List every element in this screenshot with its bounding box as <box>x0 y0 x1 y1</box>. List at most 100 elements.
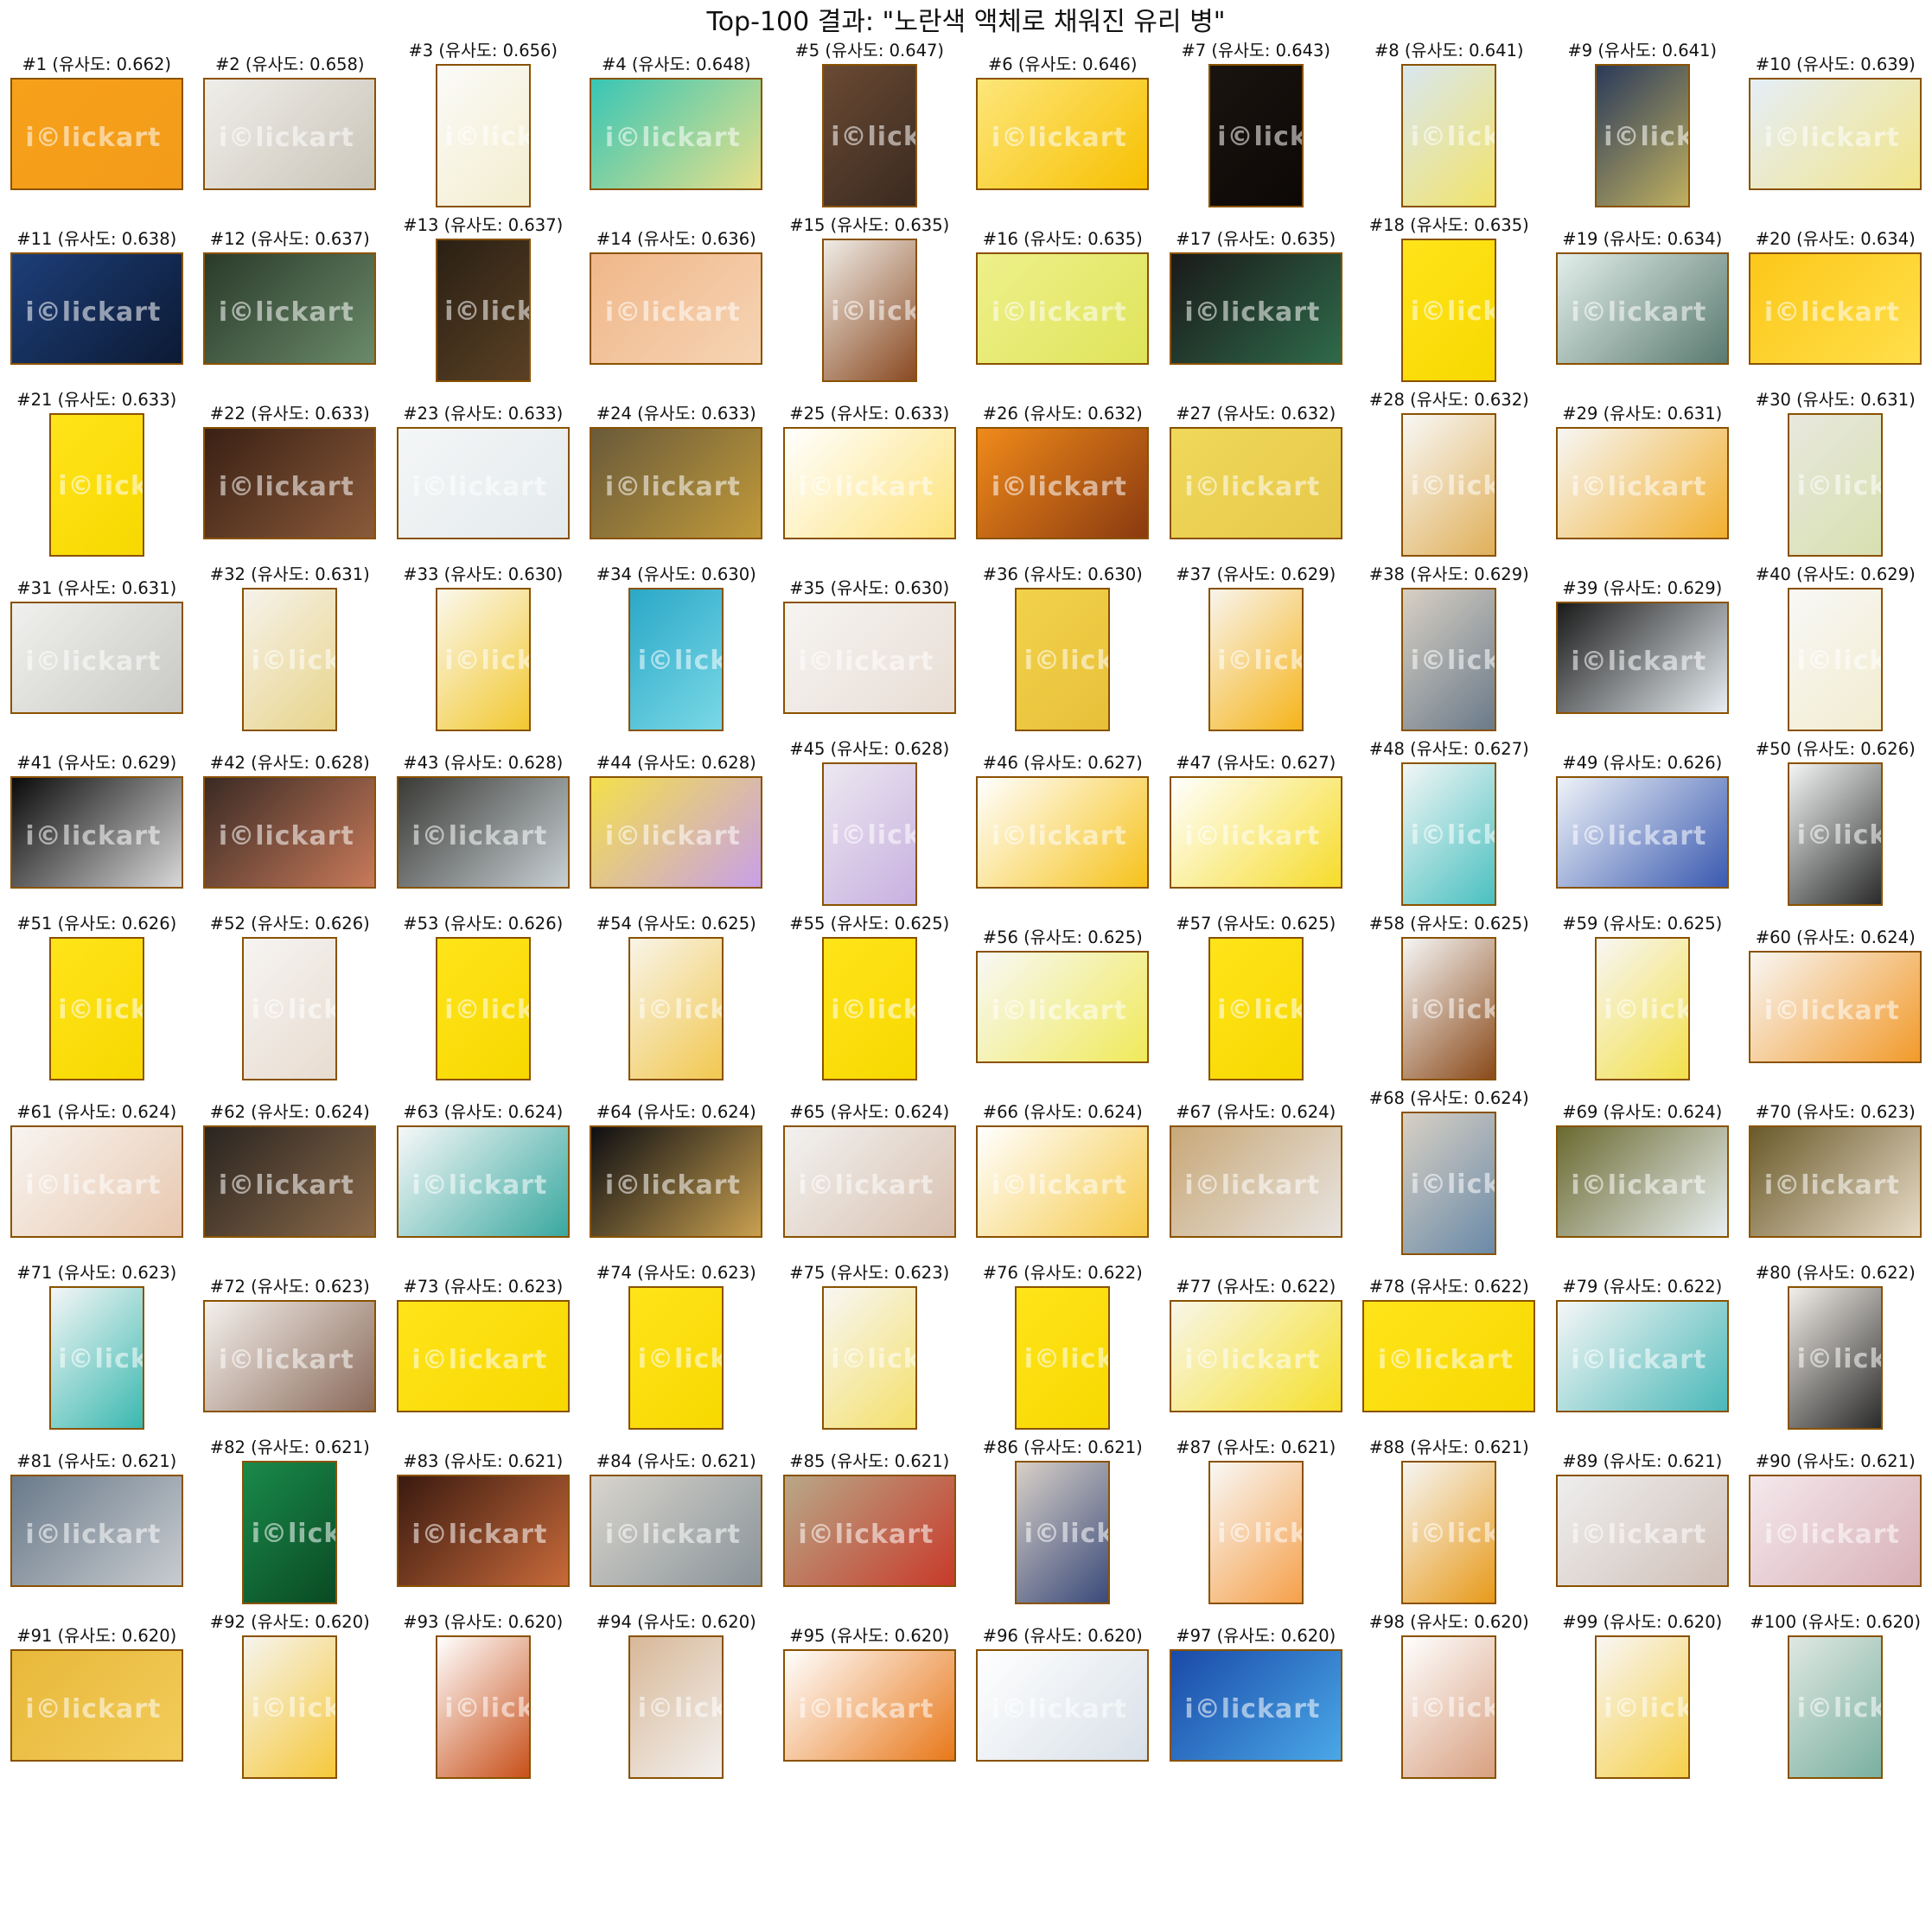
result-thumbnail[interactable]: i©lickart <box>821 239 917 382</box>
result-thumbnail[interactable]: i©lickart <box>242 1635 338 1779</box>
result-thumbnail[interactable]: i©lickart <box>1208 1461 1304 1604</box>
result-thumbnail[interactable]: i©lickart <box>1401 762 1497 906</box>
result-thumbnail[interactable]: i©lickart <box>782 1649 956 1762</box>
result-thumbnail[interactable]: i©lickart <box>782 1125 956 1238</box>
result-thumbnail[interactable]: i©lickart <box>976 252 1150 365</box>
result-thumbnail[interactable]: i©lickart <box>435 64 531 207</box>
result-thumbnail[interactable]: i©lickart <box>1555 1475 1729 1587</box>
result-thumbnail[interactable]: i©lickart <box>976 1649 1150 1762</box>
result-thumbnail[interactable]: i©lickart <box>396 1125 570 1238</box>
result-item[interactable]: #76 (유사도: 0.622)i©lickart <box>966 1263 1160 1447</box>
result-item[interactable]: #12 (유사도: 0.637)i©lickart <box>194 225 387 399</box>
result-thumbnail[interactable]: i©lickart <box>628 1286 724 1430</box>
result-item[interactable]: #62 (유사도: 0.624)i©lickart <box>194 1098 387 1272</box>
result-thumbnail[interactable]: i©lickart <box>1749 78 1922 190</box>
result-thumbnail[interactable]: i©lickart <box>1555 427 1729 539</box>
result-thumbnail[interactable]: i©lickart <box>48 413 144 557</box>
result-thumbnail[interactable]: i©lickart <box>1169 252 1342 365</box>
result-thumbnail[interactable]: i©lickart <box>1594 1635 1690 1779</box>
result-item[interactable]: #28 (유사도: 0.632)i©lickart <box>1353 390 1546 574</box>
result-thumbnail[interactable]: i©lickart <box>821 1286 917 1430</box>
result-item[interactable]: #43 (유사도: 0.628)i©lickart <box>386 749 580 923</box>
result-thumbnail[interactable]: i©lickart <box>782 602 956 714</box>
result-thumbnail[interactable]: i©lickart <box>48 1286 144 1430</box>
result-item[interactable]: #37 (유사도: 0.629)i©lickart <box>1159 564 1353 749</box>
result-thumbnail[interactable]: i©lickart <box>1169 776 1342 889</box>
result-thumbnail[interactable]: i©lickart <box>1169 1300 1342 1412</box>
result-item[interactable]: #18 (유사도: 0.635)i©lickart <box>1353 215 1546 399</box>
result-item[interactable]: #52 (유사도: 0.626)i©lickart <box>194 914 387 1098</box>
result-thumbnail[interactable]: i©lickart <box>1555 1125 1729 1238</box>
result-item[interactable]: #70 (유사도: 0.623)i©lickart <box>1739 1098 1932 1272</box>
result-item[interactable]: #31 (유사도: 0.631)i©lickart <box>0 574 194 749</box>
result-thumbnail[interactable]: i©lickart <box>203 252 377 365</box>
result-thumbnail[interactable]: i©lickart <box>10 1649 183 1762</box>
result-item[interactable]: #30 (유사도: 0.631)i©lickart <box>1739 390 1932 574</box>
result-item[interactable]: #73 (유사도: 0.623)i©lickart <box>386 1272 580 1447</box>
result-item[interactable]: #29 (유사도: 0.631)i©lickart <box>1546 399 1739 574</box>
result-thumbnail[interactable]: i©lickart <box>435 239 531 382</box>
result-item[interactable]: #72 (유사도: 0.623)i©lickart <box>194 1272 387 1447</box>
result-item[interactable]: #75 (유사도: 0.623)i©lickart <box>773 1263 966 1447</box>
result-thumbnail[interactable]: i©lickart <box>1788 1635 1884 1779</box>
result-item[interactable]: #42 (유사도: 0.628)i©lickart <box>194 749 387 923</box>
result-thumbnail[interactable]: i©lickart <box>1401 413 1497 557</box>
result-thumbnail[interactable]: i©lickart <box>1594 937 1690 1080</box>
result-item[interactable]: #53 (유사도: 0.626)i©lickart <box>386 914 580 1098</box>
result-thumbnail[interactable]: i©lickart <box>590 78 763 190</box>
result-thumbnail[interactable]: i©lickart <box>242 1461 338 1604</box>
result-thumbnail[interactable]: i©lickart <box>1555 1300 1729 1412</box>
result-thumbnail[interactable]: i©lickart <box>590 1475 763 1587</box>
result-thumbnail[interactable]: i©lickart <box>590 427 763 539</box>
result-item[interactable]: #5 (유사도: 0.647)i©lickart <box>773 41 966 225</box>
result-item[interactable]: #87 (유사도: 0.621)i©lickart <box>1159 1437 1353 1622</box>
result-thumbnail[interactable]: i©lickart <box>1555 776 1729 889</box>
result-item[interactable]: #69 (유사도: 0.624)i©lickart <box>1546 1098 1739 1272</box>
result-thumbnail[interactable]: i©lickart <box>1401 588 1497 731</box>
result-item[interactable]: #13 (유사도: 0.637)i©lickart <box>386 215 580 399</box>
result-thumbnail[interactable]: i©lickart <box>1015 588 1111 731</box>
result-item[interactable]: #91 (유사도: 0.620)i©lickart <box>0 1622 194 1796</box>
result-item[interactable]: #71 (유사도: 0.623)i©lickart <box>0 1263 194 1447</box>
result-thumbnail[interactable]: i©lickart <box>203 776 377 889</box>
result-thumbnail[interactable]: i©lickart <box>1401 1461 1497 1604</box>
result-thumbnail[interactable]: i©lickart <box>976 951 1150 1063</box>
result-thumbnail[interactable]: i©lickart <box>782 427 956 539</box>
result-thumbnail[interactable]: i©lickart <box>1401 1112 1497 1255</box>
result-item[interactable]: #17 (유사도: 0.635)i©lickart <box>1159 225 1353 399</box>
result-item[interactable]: #77 (유사도: 0.622)i©lickart <box>1159 1272 1353 1447</box>
result-item[interactable]: #100 (유사도: 0.620)i©lickart <box>1739 1612 1932 1796</box>
result-item[interactable]: #20 (유사도: 0.634)i©lickart <box>1739 225 1932 399</box>
result-thumbnail[interactable]: i©lickart <box>203 1125 377 1238</box>
result-item[interactable]: #95 (유사도: 0.620)i©lickart <box>773 1622 966 1796</box>
result-item[interactable]: #2 (유사도: 0.658)i©lickart <box>194 50 387 225</box>
result-thumbnail[interactable]: i©lickart <box>10 1125 183 1238</box>
result-thumbnail[interactable]: i©lickart <box>1208 588 1304 731</box>
result-thumbnail[interactable]: i©lickart <box>10 1475 183 1587</box>
result-item[interactable]: #61 (유사도: 0.624)i©lickart <box>0 1098 194 1272</box>
result-thumbnail[interactable]: i©lickart <box>10 602 183 714</box>
result-item[interactable]: #14 (유사도: 0.636)i©lickart <box>580 225 774 399</box>
result-item[interactable]: #38 (유사도: 0.629)i©lickart <box>1353 564 1546 749</box>
result-item[interactable]: #19 (유사도: 0.634)i©lickart <box>1546 225 1739 399</box>
result-item[interactable]: #81 (유사도: 0.621)i©lickart <box>0 1447 194 1622</box>
result-item[interactable]: #49 (유사도: 0.626)i©lickart <box>1546 749 1739 923</box>
result-item[interactable]: #66 (유사도: 0.624)i©lickart <box>966 1098 1160 1272</box>
result-thumbnail[interactable]: i©lickart <box>628 1635 724 1779</box>
result-item[interactable]: #44 (유사도: 0.628)i©lickart <box>580 749 774 923</box>
result-item[interactable]: #3 (유사도: 0.656)i©lickart <box>386 41 580 225</box>
result-item[interactable]: #24 (유사도: 0.633)i©lickart <box>580 399 774 574</box>
result-item[interactable]: #82 (유사도: 0.621)i©lickart <box>194 1437 387 1622</box>
result-item[interactable]: #89 (유사도: 0.621)i©lickart <box>1546 1447 1739 1622</box>
result-item[interactable]: #41 (유사도: 0.629)i©lickart <box>0 749 194 923</box>
result-item[interactable]: #34 (유사도: 0.630)i©lickart <box>580 564 774 749</box>
result-thumbnail[interactable]: i©lickart <box>1788 762 1884 906</box>
result-item[interactable]: #6 (유사도: 0.646)i©lickart <box>966 50 1160 225</box>
result-thumbnail[interactable]: i©lickart <box>1401 1635 1497 1779</box>
result-item[interactable]: #59 (유사도: 0.625)i©lickart <box>1546 914 1739 1098</box>
result-item[interactable]: #79 (유사도: 0.622)i©lickart <box>1546 1272 1739 1447</box>
result-item[interactable]: #92 (유사도: 0.620)i©lickart <box>194 1612 387 1796</box>
result-item[interactable]: #16 (유사도: 0.635)i©lickart <box>966 225 1160 399</box>
result-thumbnail[interactable]: i©lickart <box>1749 1125 1922 1238</box>
result-thumbnail[interactable]: i©lickart <box>1401 239 1497 382</box>
